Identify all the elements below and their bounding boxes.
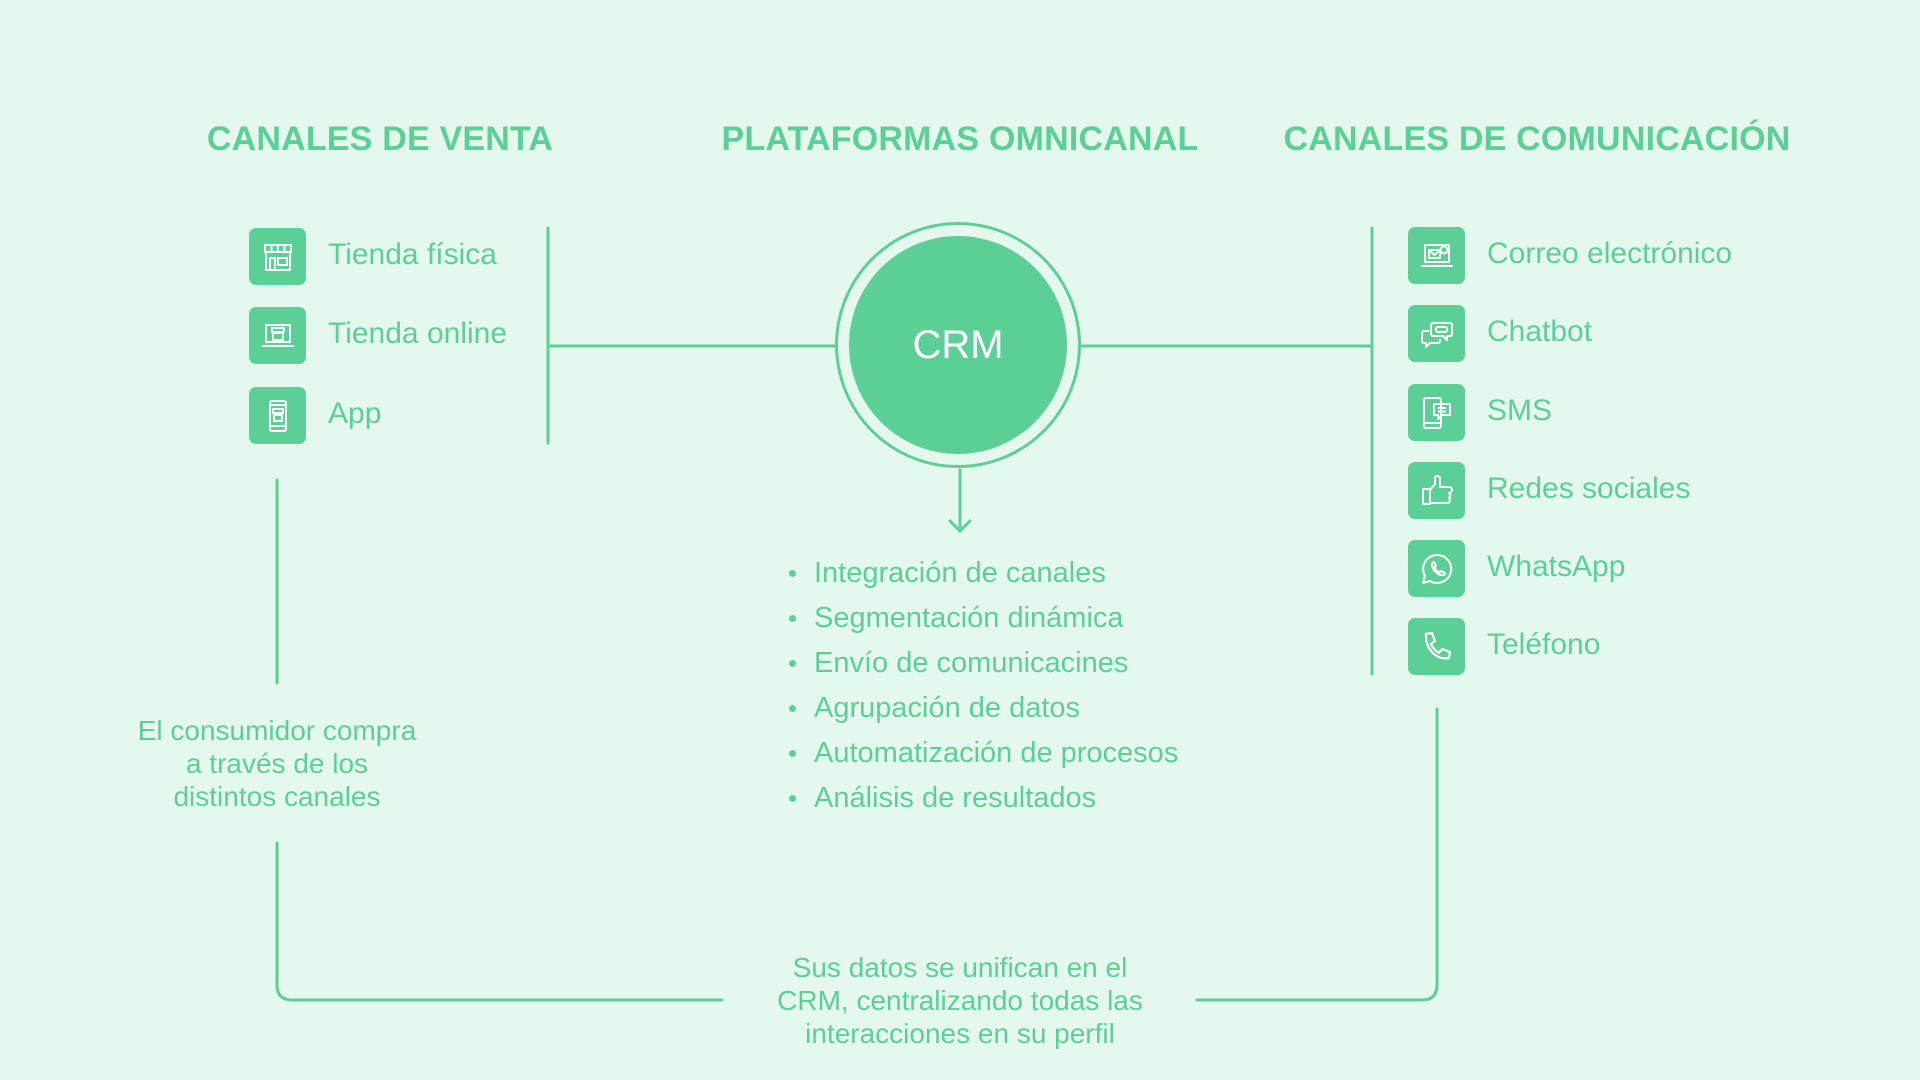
communication-item-whatsapp: WhatsApp bbox=[1487, 550, 1626, 583]
sales-item-online-store: Tienda online bbox=[328, 317, 508, 350]
smartphone-app-icon bbox=[249, 387, 306, 444]
unified-data-note: Sus datos se unifican en el CRM, central… bbox=[777, 951, 1143, 1050]
phone-icon bbox=[1408, 618, 1465, 675]
consumer-note-line: distintos canales bbox=[173, 781, 381, 812]
unified-note-line: Sus datos se unifican en el bbox=[792, 952, 1128, 983]
sales-item-physical-store: Tienda física bbox=[328, 238, 497, 271]
consumer-note: El consumidor compra a través de los dis… bbox=[138, 714, 417, 813]
laptop-store-icon bbox=[249, 307, 306, 364]
crm-feature-item: Envío de comunicacines bbox=[786, 643, 1178, 688]
unified-note-line: CRM, centralizando todas las bbox=[777, 985, 1143, 1016]
sales-item-app: App bbox=[328, 397, 382, 430]
communication-item-email: Correo electrónico bbox=[1487, 237, 1733, 270]
communication-item-social-networks: Redes sociales bbox=[1487, 472, 1691, 505]
communication-item-sms: SMS bbox=[1487, 394, 1553, 427]
crm-feature-item: Análisis de resultados bbox=[786, 778, 1178, 823]
heading-sales-channels: CANALES DE VENTA bbox=[206, 120, 554, 158]
consumer-note-line: a través de los bbox=[185, 748, 369, 779]
communication-line-bottom bbox=[1195, 707, 1439, 1002]
whatsapp-icon bbox=[1408, 540, 1465, 597]
heading-omnichannel-platforms: PLATAFORMAS OMNICANAL bbox=[721, 120, 1199, 158]
thumbs-up-icon bbox=[1408, 462, 1465, 519]
crm-feature-list: Integración de canales Segmentación diná… bbox=[786, 553, 1178, 823]
crm-feature-item: Automatización de procesos bbox=[786, 733, 1178, 778]
email-laptop-icon bbox=[1408, 227, 1465, 284]
consumer-note-line: El consumidor compra bbox=[137, 715, 417, 746]
chatbot-icon bbox=[1408, 305, 1465, 362]
crm-feature-item: Segmentación dinámica bbox=[786, 598, 1178, 643]
communication-item-chatbot: Chatbot bbox=[1487, 315, 1593, 348]
crm-outer-ring bbox=[835, 222, 1081, 468]
unified-note-line: interacciones en su perfil bbox=[805, 1018, 1115, 1049]
crm-label: CRM bbox=[912, 322, 1004, 367]
sms-phone-icon bbox=[1408, 384, 1465, 441]
communication-item-phone: Teléfono bbox=[1487, 628, 1601, 661]
crm-down-arrow-head bbox=[948, 519, 972, 534]
storefront-icon bbox=[249, 228, 306, 285]
crm-feature-item: Integración de canales bbox=[786, 553, 1178, 598]
crm-feature-item: Agrupación de datos bbox=[786, 688, 1178, 733]
crm-circle: CRM bbox=[849, 236, 1067, 454]
consumer-line-bottom bbox=[275, 841, 724, 1002]
heading-communication-channels: CANALES DE COMUNICACIÓN bbox=[1283, 120, 1791, 158]
